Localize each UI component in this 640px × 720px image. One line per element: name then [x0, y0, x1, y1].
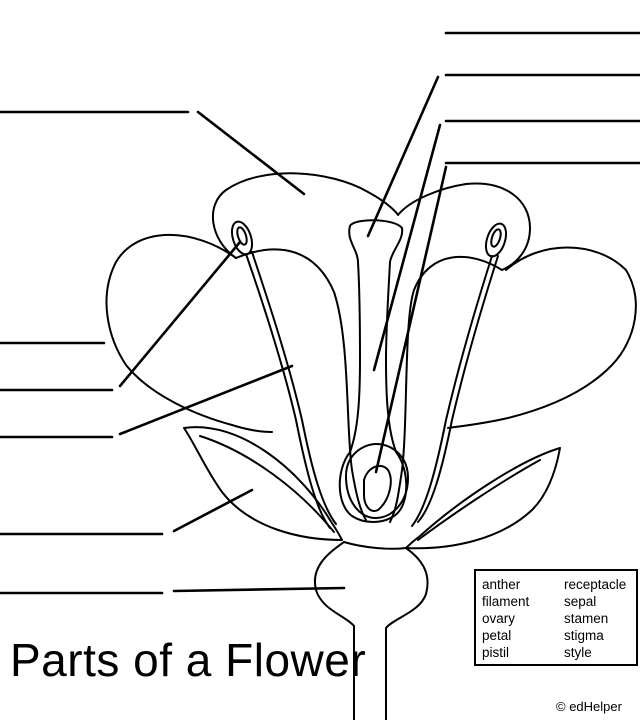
word-bank-item: stamen	[564, 611, 609, 626]
sepal-left	[183, 426, 343, 541]
word-bank-item: receptacle	[564, 577, 627, 592]
sepal-right-inner	[417, 459, 541, 541]
word-bank-item: filament	[482, 594, 530, 609]
filament-left	[245, 251, 337, 529]
leader-line-receptacle	[172, 586, 346, 593]
leader-line-anther	[118, 240, 242, 388]
ovule-outline	[363, 464, 392, 512]
petal-inner-left	[235, 248, 367, 521]
petal-front-outline	[211, 172, 531, 271]
page-title: Parts of a Flower	[10, 634, 367, 686]
anther-left	[230, 220, 254, 256]
leader-line-sepal	[172, 488, 254, 533]
leader-line-petal	[196, 110, 306, 196]
word-bank-item: ovary	[482, 611, 516, 626]
receptacle-top	[343, 541, 407, 550]
leader-line-filament	[118, 364, 294, 436]
filament-right	[411, 255, 499, 527]
anther-left-inner	[236, 226, 248, 246]
word-bank-item: pistil	[482, 645, 510, 660]
word-bank-item: petal	[482, 628, 512, 643]
leader-line-stigma	[366, 75, 440, 238]
receptacle-outline	[313, 541, 429, 720]
word-bank: anther filament ovary petal pistil recep…	[474, 569, 638, 666]
petal-right-outline	[447, 246, 637, 429]
leader-line-style	[372, 123, 442, 372]
word-bank-left-column: anther filament ovary petal pistil	[482, 576, 564, 664]
petal-left-outline	[105, 233, 273, 433]
word-bank-right-column: receptacle sepal stamen stigma style	[564, 576, 626, 664]
petal-inner-right	[389, 256, 503, 523]
stigma-outline	[338, 219, 408, 523]
ovary-outline	[345, 443, 409, 519]
copyright-notice: © edHelper	[556, 699, 622, 714]
word-bank-item: style	[564, 645, 592, 660]
anther-right	[484, 222, 508, 258]
word-bank-item: anther	[482, 577, 521, 592]
sepal-right	[405, 447, 561, 550]
word-bank-item: stigma	[564, 628, 604, 643]
anther-right-inner	[490, 228, 502, 248]
leader-line-ovary	[374, 165, 448, 474]
sepal-left-inner	[199, 435, 335, 533]
word-bank-item: sepal	[564, 594, 597, 609]
